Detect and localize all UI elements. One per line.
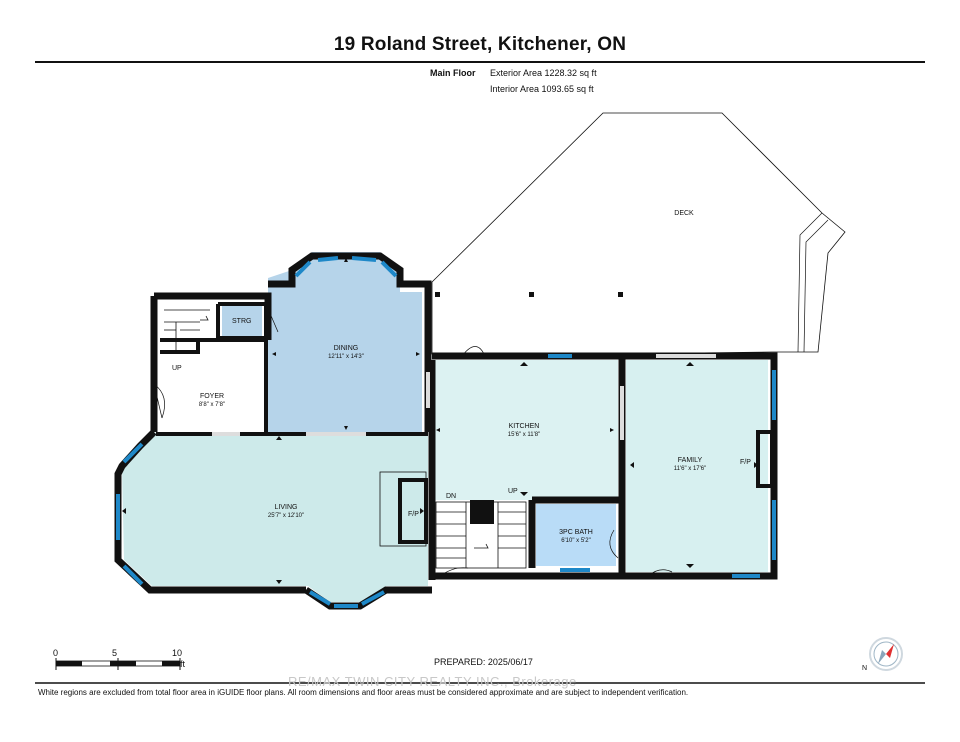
family-fp-label: F/P <box>740 459 751 466</box>
family-fill <box>626 360 768 572</box>
header-divider <box>35 61 925 63</box>
deck-step-lines <box>797 212 823 353</box>
family-dims: 11'6" x 17'6" <box>674 466 706 472</box>
deck-step-lines-2 <box>803 219 829 353</box>
living-fp-label: F/P <box>408 511 419 518</box>
dining-fill <box>266 252 422 432</box>
deck-post <box>435 292 440 297</box>
scale-bar: 0 5 10 ft <box>53 648 186 670</box>
stair-dn-label: DN <box>446 493 456 500</box>
foyer-dims: 8'8" x 7'8" <box>199 402 225 408</box>
stair-up-label: UP <box>508 488 518 495</box>
family-fireplace-box <box>756 430 774 488</box>
floor-name: Main Floor <box>430 68 476 78</box>
scale-tick-0: 0 <box>53 648 58 658</box>
living-dims: 25'7" x 12'10" <box>268 513 304 519</box>
stairs-foyer <box>164 309 210 352</box>
disclaimer-text: White regions are excluded from total fl… <box>38 688 689 697</box>
bath-label: 3PC BATH <box>559 529 593 536</box>
kitchen-fill <box>432 360 618 500</box>
deck-post <box>529 292 534 297</box>
interior-area: Interior Area 1093.65 sq ft <box>490 84 594 94</box>
stair-core <box>470 500 494 524</box>
page-title: 19 Roland Street, Kitchener, ON <box>333 34 627 55</box>
living-fill <box>122 432 428 602</box>
dimension-arrows <box>122 258 758 584</box>
compass-north-label: N <box>862 665 867 672</box>
living-label: LIVING <box>275 504 298 511</box>
windows <box>116 256 776 608</box>
prepared-date: PREPARED: 2025/06/17 <box>434 657 533 667</box>
dining-label: DINING <box>334 345 359 352</box>
compass-icon: N <box>862 637 903 672</box>
kitchen-label: KITCHEN <box>509 423 540 430</box>
deck-label: DECK <box>674 210 694 217</box>
deck-outline <box>431 112 846 355</box>
kitchen-dims: 15'6" x 11'8" <box>508 432 540 438</box>
foyer-up-label: UP <box>172 365 182 372</box>
scale-tick-5: 5 <box>112 648 117 658</box>
living-fireplace-box <box>398 478 428 544</box>
brokerage-watermark: RE/MAX TWIN CITY REALTY INC., Brokerage <box>288 674 577 689</box>
openings <box>212 354 716 440</box>
scale-tick-10: 10 <box>172 648 182 658</box>
bath-fill <box>536 504 616 566</box>
scale-unit: ft <box>180 659 186 669</box>
door-swings <box>153 303 673 577</box>
strg-label: STRG <box>232 318 251 325</box>
bath-dims: 6'10" x 5'2" <box>561 538 591 544</box>
family-label: FAMILY <box>678 457 703 464</box>
exterior-area: Exterior Area 1228.32 sq ft <box>490 68 597 78</box>
foyer-label: FOYER <box>200 393 224 400</box>
strg-fill <box>222 306 262 336</box>
deck-post <box>618 292 623 297</box>
dining-dims: 12'11" x 14'3" <box>328 354 364 360</box>
